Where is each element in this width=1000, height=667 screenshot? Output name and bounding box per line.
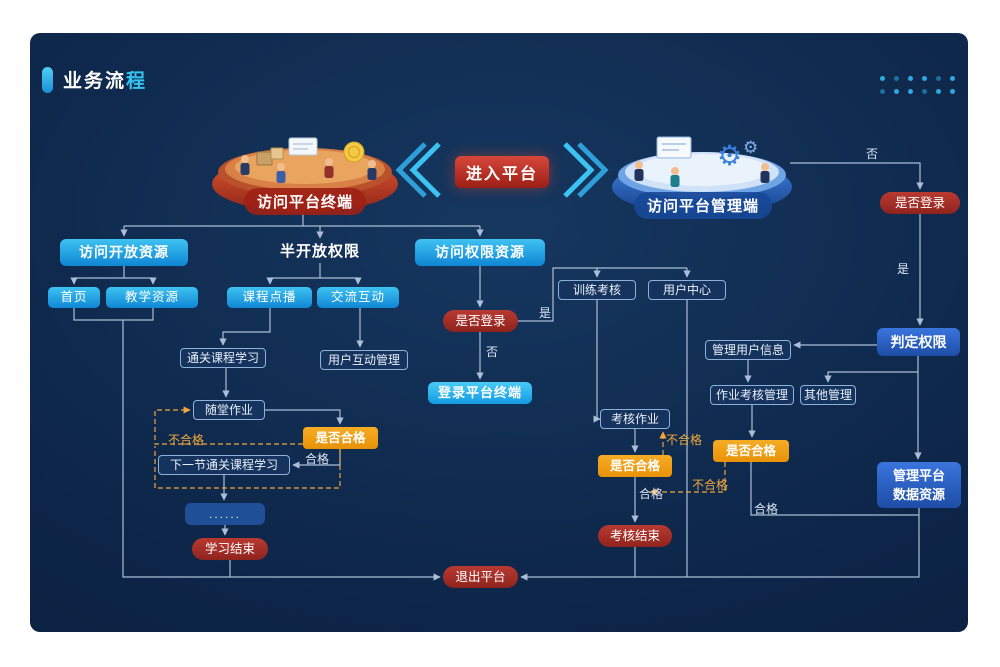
edge-label-fail-middle: 不合格	[666, 433, 703, 447]
node-communication-interaction: 交流互动	[317, 287, 399, 308]
node-study-end: 学习结束	[192, 538, 268, 560]
node-qualified-check-middle: 是否合格	[598, 455, 672, 477]
edge-label-yes-left: 是	[539, 306, 552, 320]
page-header: 业务流程	[42, 66, 147, 93]
node-assessment-end: 考核结束	[598, 525, 672, 547]
node-user-center: 用户中心	[648, 280, 726, 300]
node-other-management: 其他管理	[800, 385, 856, 405]
node-next-pass-course-learning: 下一节通关课程学习	[158, 455, 290, 475]
edge-label-fail-left: 不合格	[168, 433, 205, 447]
edge-label-no-left: 否	[486, 345, 499, 359]
node-ellipsis: ......	[185, 503, 265, 525]
title-marker-icon	[42, 66, 53, 93]
edge-label-fail-right: 不合格	[692, 478, 729, 492]
node-qualified-check-right: 是否合格	[713, 440, 789, 462]
node-login-check-right: 是否登录	[880, 192, 960, 214]
node-qualified-check-left: 是否合格	[303, 427, 378, 449]
node-visit-open-resources: 访问开放资源	[60, 239, 188, 266]
flow-panel	[30, 33, 968, 632]
node-user-interaction-management: 用户互动管理	[320, 350, 408, 370]
svg-text:⚙: ⚙	[743, 138, 758, 158]
chevrons-left-icon	[395, 140, 445, 205]
node-login-check-left: 是否登录	[443, 310, 518, 332]
node-course-on-demand: 课程点播	[227, 287, 312, 308]
management-label: 访问平台管理端	[633, 192, 773, 219]
enter-platform-button: 进入平台	[455, 156, 549, 188]
node-assessment-assignment: 考核作业	[600, 409, 670, 429]
node-home: 首页	[48, 287, 100, 308]
node-manage-platform-data: 管理平台数据资源	[877, 462, 961, 508]
node-judge-permission: 判定权限	[877, 328, 960, 356]
node-class-assignment: 随堂作业	[193, 400, 265, 420]
svg-text:⚙: ⚙	[717, 139, 742, 172]
edge-label-pass-middle: 合格	[639, 487, 664, 501]
node-manage-user-info: 管理用户信息	[705, 340, 791, 360]
node-login-platform-terminal: 登录平台终端	[428, 382, 532, 404]
node-teaching-resources: 教学资源	[106, 287, 198, 308]
node-assignment-assessment-management: 作业考核管理	[710, 385, 794, 405]
edge-label-no-right: 否	[866, 147, 879, 161]
chevrons-right-icon	[559, 140, 609, 205]
edge-label-pass-left: 合格	[305, 452, 330, 466]
terminal-label: 访问平台终端	[243, 188, 367, 215]
edge-label-yes-right: 是	[897, 262, 910, 276]
node-exit-platform: 退出平台	[443, 566, 518, 588]
node-visit-permission-resources: 访问权限资源	[415, 239, 545, 266]
node-semi-open-permission: 半开放权限	[279, 242, 360, 260]
edge-label-pass-right: 合格	[754, 502, 779, 516]
node-pass-course-learning: 通关课程学习	[180, 348, 266, 368]
node-training-assessment: 训练考核	[558, 280, 636, 300]
page-title: 业务流程	[63, 71, 148, 92]
dots-decoration	[880, 76, 955, 94]
